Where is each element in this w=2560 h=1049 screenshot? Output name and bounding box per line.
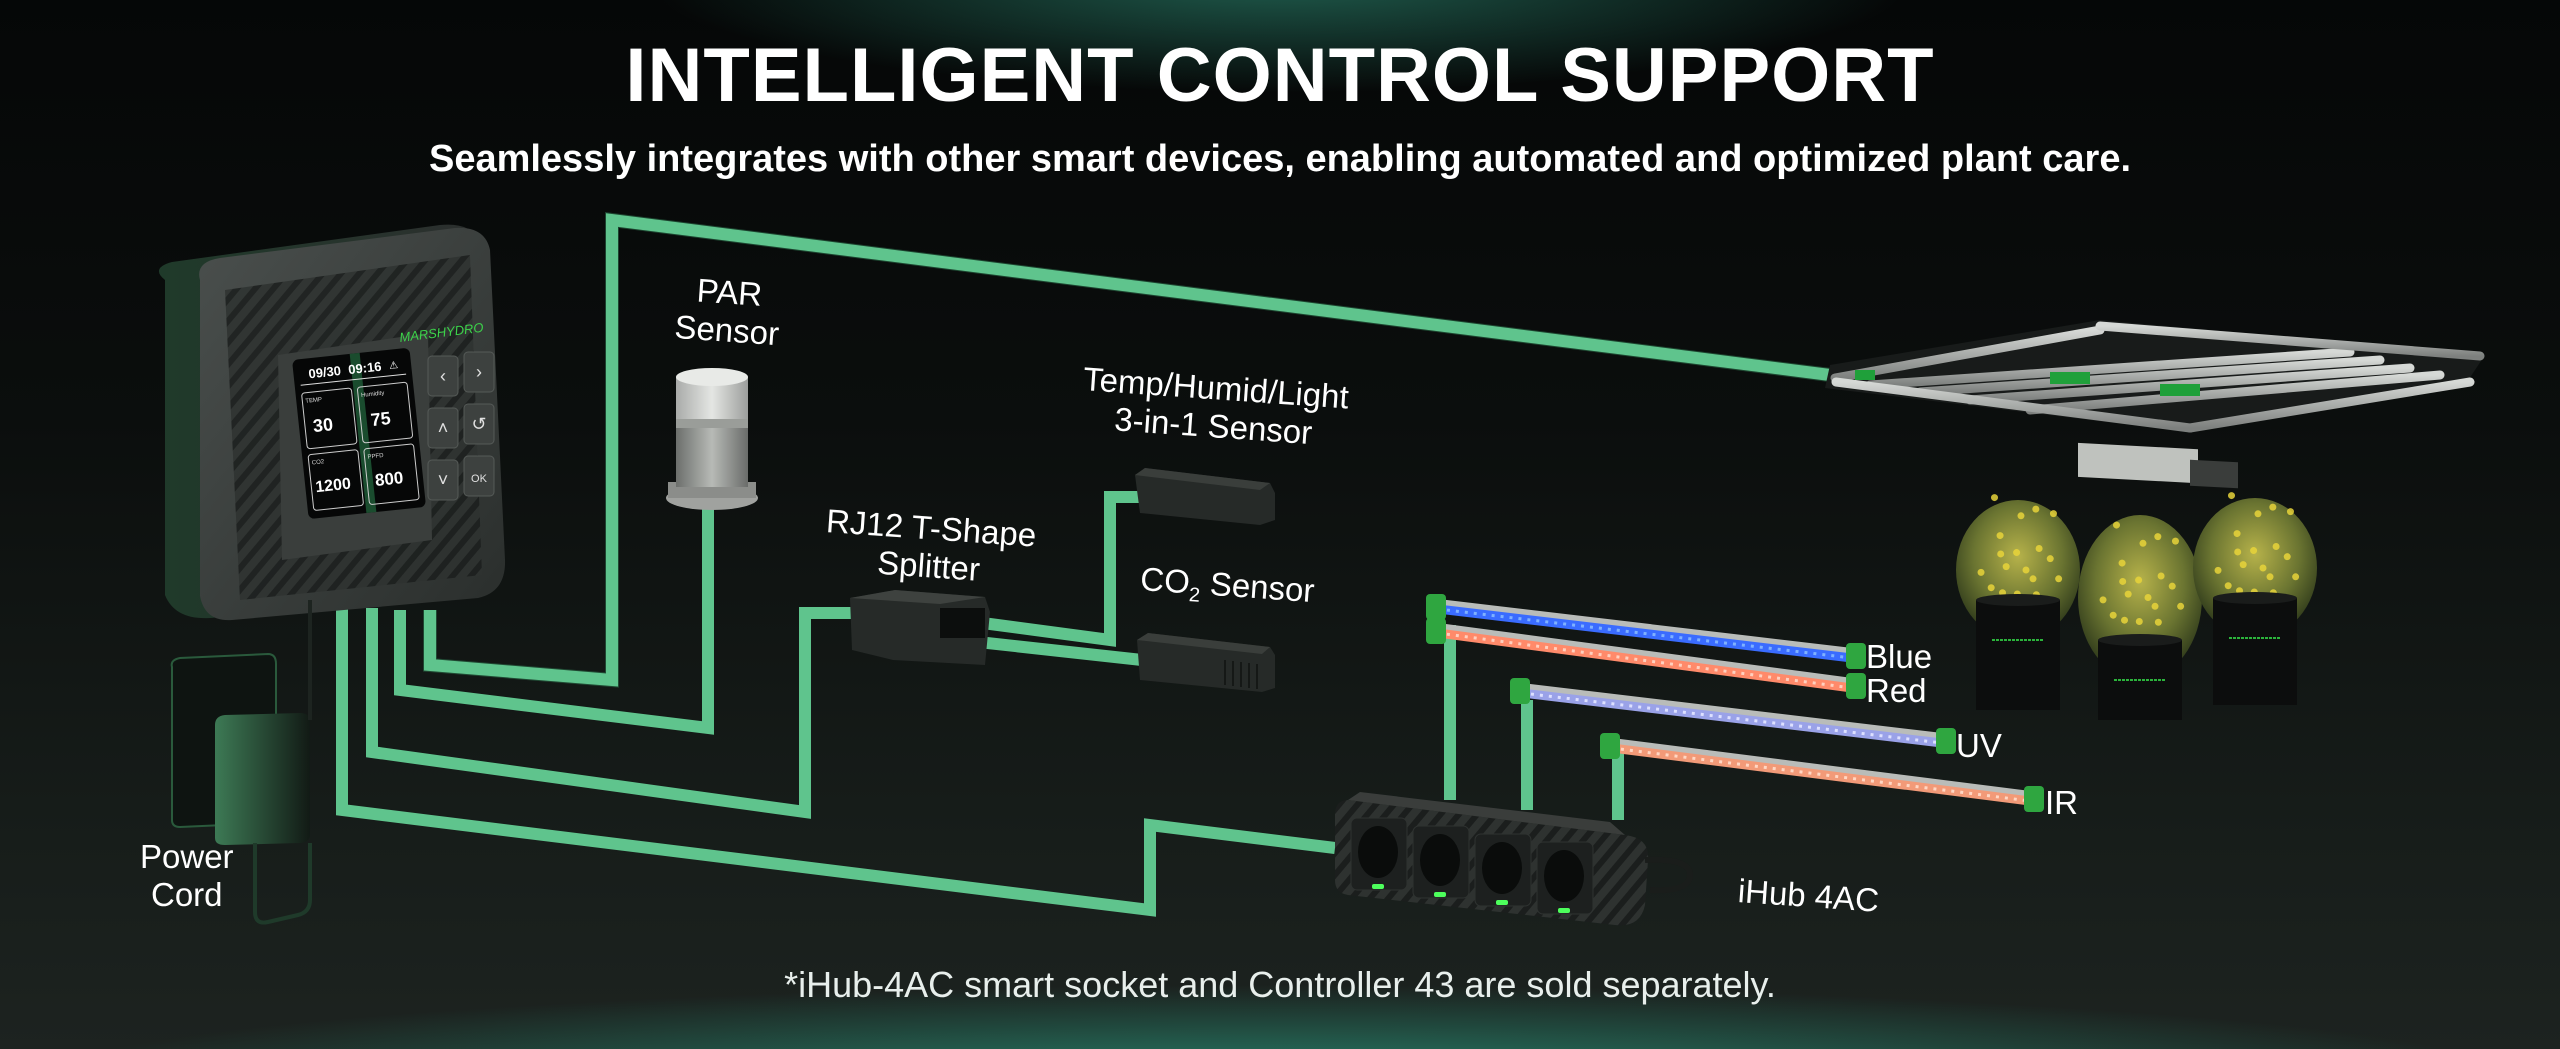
three-in-one-sensor-device xyxy=(1135,468,1275,525)
svg-text:800: 800 xyxy=(374,468,404,490)
ihub-socket[interactable] xyxy=(1474,833,1532,907)
end-cap xyxy=(1846,643,1866,669)
end-cap xyxy=(1846,673,1866,699)
cables xyxy=(336,212,1831,917)
chevron-down-icon: ˅ xyxy=(438,470,449,490)
potted-plant xyxy=(2193,492,2317,705)
ok-icon: OK xyxy=(471,473,488,485)
chevron-right-button: › xyxy=(463,351,495,393)
chevron-up-icon: ˄ xyxy=(438,418,449,438)
end-cap xyxy=(1426,618,1446,644)
led-bar-uv xyxy=(1510,678,1956,754)
screen-time: 09:16 xyxy=(348,359,383,377)
controller-buttons: ‹ › ˄ ↺ ˅ OK xyxy=(427,351,495,501)
ihub-socket[interactable] xyxy=(1412,825,1470,899)
svg-text:PPFD: PPFD xyxy=(367,453,384,461)
back-icon: ↺ xyxy=(471,414,486,434)
status-led xyxy=(1496,900,1508,905)
end-cap xyxy=(2024,786,2044,812)
status-led xyxy=(1372,884,1384,889)
label-bar-blue: Blue xyxy=(1866,638,1933,675)
end-cap xyxy=(1426,594,1446,620)
end-cap xyxy=(1510,678,1530,704)
controller-device: MARSHYDRO 09/30 09:16 ⚠ TEMP 30 Humidity… xyxy=(158,224,506,621)
chevron-left-icon: ‹ xyxy=(440,366,446,386)
controller-screen: 09/30 09:16 ⚠ TEMP 30 Humidity 75 CO2 xyxy=(292,348,426,519)
led-bars xyxy=(1426,594,2044,812)
ihub-socket[interactable] xyxy=(1350,817,1408,891)
status-led xyxy=(1434,892,1446,897)
grow-light-fixture xyxy=(1825,320,2485,489)
screen-tile-temp: TEMP 30 xyxy=(301,387,358,450)
svg-text:75: 75 xyxy=(370,408,392,430)
chevron-down-button: ˅ xyxy=(427,459,459,501)
co2-sensor-device xyxy=(1137,633,1275,692)
cable-ihub xyxy=(336,605,1336,917)
cable-par-sensor xyxy=(394,505,714,735)
cable-grow-light xyxy=(424,213,1831,687)
screen-date: 09/30 xyxy=(308,363,342,381)
chevron-right-icon: › xyxy=(476,362,482,382)
par-sensor-device xyxy=(666,368,758,510)
status-led xyxy=(1558,908,1570,913)
ihub-4ac-device xyxy=(1335,792,1694,926)
svg-text:1200: 1200 xyxy=(315,476,352,497)
label-par-sensor: PAR Sensor xyxy=(673,271,781,353)
cable-3in1-sensor xyxy=(959,491,1140,647)
cable-splitter xyxy=(366,607,856,819)
cable-co2-sensor xyxy=(959,634,1143,666)
page-subtitle: Seamlessly integrates with other smart d… xyxy=(428,138,2132,180)
label-bar-uv: UV xyxy=(1956,727,2002,764)
label-bar-ir: IR xyxy=(2045,784,2078,821)
chevron-up-button: ˄ xyxy=(427,407,459,449)
rj12-splitter-device xyxy=(850,590,990,665)
power-adapter xyxy=(170,600,312,925)
ihub-sockets xyxy=(1350,817,1594,915)
screen-tile-ppfd: PPFD 800 xyxy=(363,443,420,505)
potted-plant xyxy=(1956,494,2080,710)
label-power-cord: Power Cord xyxy=(140,838,234,913)
screen-tile-humidity: Humidity 75 xyxy=(357,381,413,444)
chevron-left-button: ‹ xyxy=(427,355,459,397)
label-rj12-splitter: RJ12 T-Shape Splitter xyxy=(825,502,1038,588)
label-bar-red: Red xyxy=(1866,672,1927,709)
led-bar-blue xyxy=(1426,594,1866,669)
screen-tile-co2: CO2 1200 xyxy=(307,449,364,511)
page-title: INTELLIGENT CONTROL SUPPORT xyxy=(625,33,1935,118)
footnote: *iHub-4AC smart socket and Controller 43… xyxy=(784,964,1776,1005)
ihub-socket[interactable] xyxy=(1536,841,1594,915)
svg-text:TEMP: TEMP xyxy=(305,397,322,405)
led-bar-ir xyxy=(1600,733,2044,812)
led-bar-red xyxy=(1426,618,1866,699)
warning-triangle-icon: ⚠ xyxy=(389,360,399,372)
ok-button: OK xyxy=(463,455,495,497)
back-button: ↺ xyxy=(463,403,495,445)
end-cap xyxy=(1600,733,1620,759)
end-cap xyxy=(1936,728,1956,754)
svg-text:CO2: CO2 xyxy=(312,459,326,466)
svg-text:30: 30 xyxy=(312,414,334,436)
potted-plant xyxy=(2078,515,2202,720)
svg-text:Humidity: Humidity xyxy=(361,391,385,399)
potted-plants xyxy=(1956,492,2317,720)
